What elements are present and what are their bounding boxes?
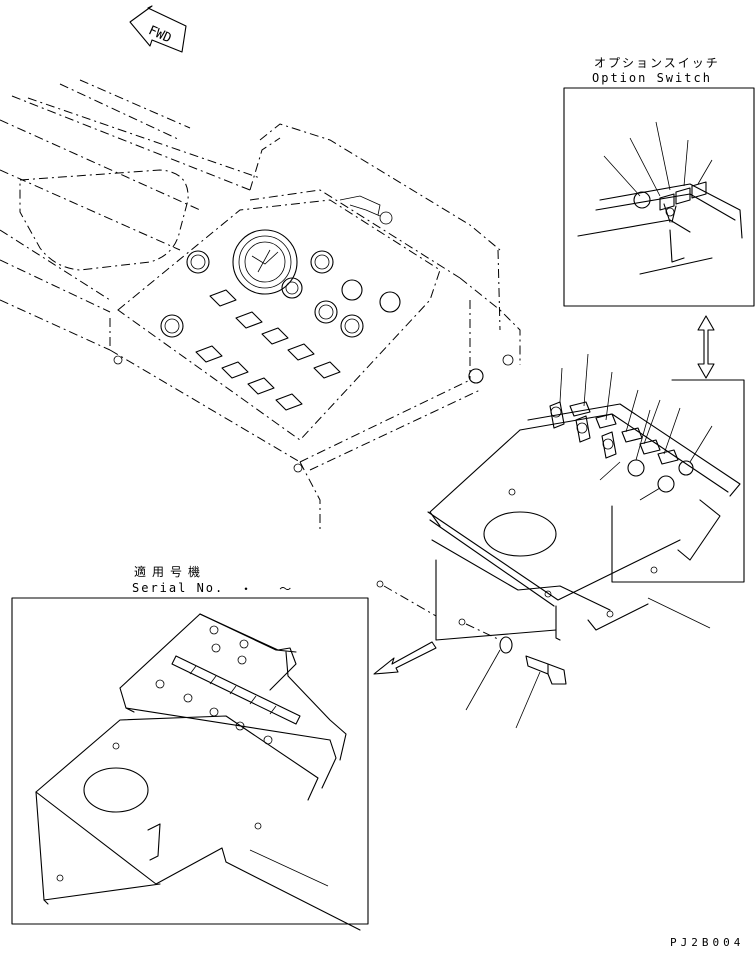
fwd-arrow-icon: FWD [129, 5, 187, 53]
switch-bracket [373, 353, 745, 729]
drawing-code: PJ2B004 [670, 936, 745, 949]
option-switch-detail [563, 87, 755, 307]
fwd-label: FWD [146, 23, 174, 46]
serial-title-en: Serial No. [132, 581, 225, 595]
option-switch-title-en: Option Switch [592, 71, 712, 85]
option-switch-title-jp: オプションスイッチ [594, 56, 720, 70]
serial-inset [11, 597, 369, 931]
serial-title-jp: 適用号機 [134, 565, 207, 579]
dashboard-console [0, 79, 521, 530]
serial-range: ・ ～ [240, 582, 302, 596]
double-arrow-icon [697, 315, 715, 379]
